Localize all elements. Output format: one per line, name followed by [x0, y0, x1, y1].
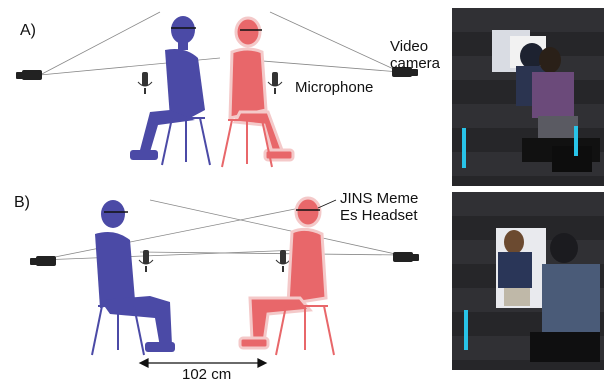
photo-a	[452, 8, 604, 186]
video-camera-icon	[30, 256, 56, 266]
headset-label: JINS Meme Es Headset	[340, 190, 419, 224]
microphone-icon	[267, 72, 283, 94]
video-camera-icon	[16, 70, 42, 80]
person-left	[95, 200, 175, 352]
video-camera-icon	[393, 252, 419, 262]
person-left	[130, 16, 205, 160]
panel-a: A)	[0, 0, 450, 190]
panel-a-label: A)	[20, 22, 36, 39]
chair-right	[221, 119, 273, 168]
chair-left	[91, 305, 145, 356]
person-right	[228, 16, 295, 162]
camera-view-lines	[39, 11, 401, 76]
microphone-icon	[137, 72, 153, 94]
microphone-label: Microphone	[295, 79, 374, 96]
microphone-icon	[275, 250, 291, 272]
panel-b-illustration	[30, 196, 419, 368]
double-arrow-icon	[138, 358, 268, 368]
chair-left	[161, 117, 211, 166]
video-camera-icon	[392, 67, 418, 77]
camera-view-lines	[39, 199, 401, 261]
person-right	[238, 196, 328, 350]
panel-b-label: B)	[14, 194, 30, 211]
distance-label: 102 cm	[182, 366, 232, 383]
panel-b: B)	[0, 190, 450, 383]
video-camera-label: Video camera	[390, 38, 441, 72]
chair-right	[275, 305, 335, 356]
microphone-icon	[138, 250, 154, 272]
panel-a-illustration	[16, 11, 418, 168]
photo-b	[452, 192, 604, 370]
headset-pointer	[317, 199, 337, 209]
